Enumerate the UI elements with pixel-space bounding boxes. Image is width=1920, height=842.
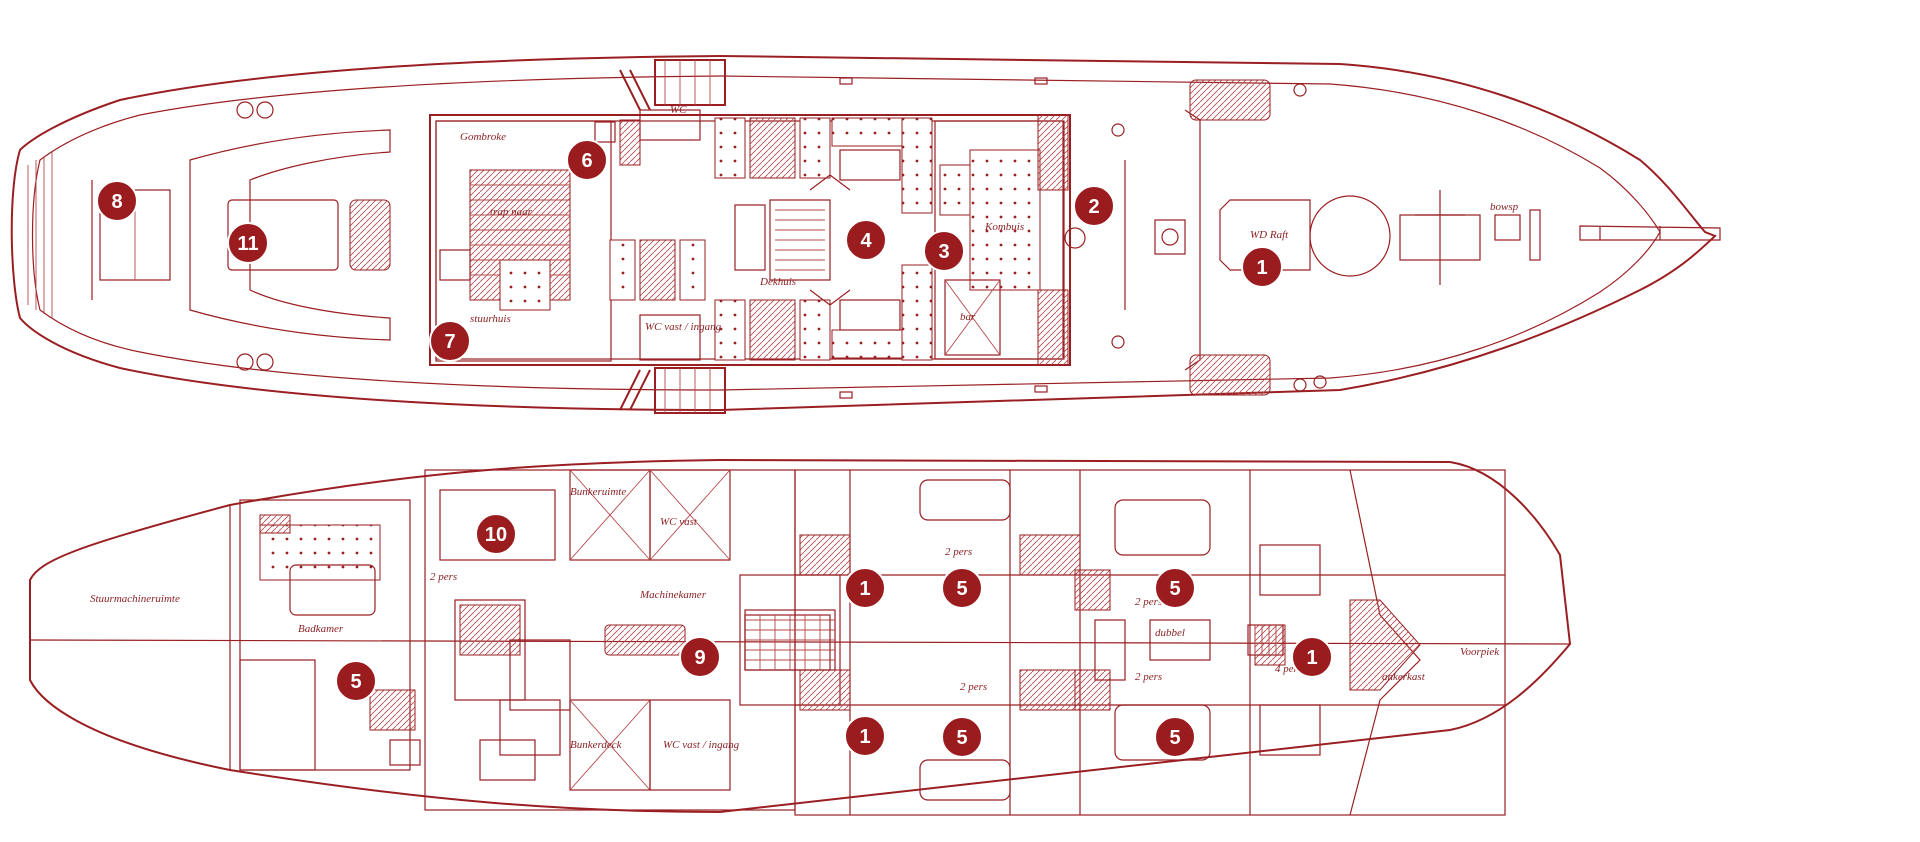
- marker-2: 2: [1073, 185, 1115, 227]
- label-two-pers-d: 2 pers: [1135, 596, 1162, 608]
- svg-text:4: 4: [860, 230, 872, 252]
- label-stairs-down: trap naar: [490, 206, 533, 218]
- label-wc-1: WC: [670, 104, 687, 116]
- svg-text:5: 5: [1169, 727, 1180, 749]
- stern-planks: [27, 152, 53, 318]
- marker-1-upper: 1: [1241, 246, 1283, 288]
- label-bathroom: Badkamer: [298, 623, 344, 635]
- marker-10: 10: [475, 513, 517, 555]
- svg-text:9: 9: [694, 647, 705, 669]
- label-wc-b: WC vast / ingang: [663, 739, 740, 751]
- marker-5-d: 5: [1154, 567, 1196, 609]
- marker-5-c: 5: [941, 716, 983, 758]
- svg-text:5: 5: [956, 578, 967, 600]
- deckhouse: [429, 114, 1071, 366]
- marker-5-b: 5: [941, 567, 983, 609]
- svg-text:1: 1: [1306, 647, 1317, 669]
- svg-text:5: 5: [956, 727, 967, 749]
- svg-text:6: 6: [581, 150, 592, 172]
- dining-table: [769, 199, 831, 281]
- aft-cockpit: [189, 129, 391, 341]
- upper-hull-outline: [10, 54, 1717, 412]
- marker-5-e: 5: [1154, 716, 1196, 758]
- label-hatch: bowsp: [1490, 201, 1519, 213]
- svg-text:3: 3: [938, 241, 949, 263]
- label-wc-a: WC vast: [660, 516, 698, 528]
- svg-text:2: 2: [1088, 196, 1099, 218]
- bow-bulkhead: [1184, 109, 1201, 371]
- label-captain: Kombuis: [984, 221, 1024, 233]
- label-bunker-b: Bunkerdeck: [570, 739, 623, 751]
- marker-8: 8: [96, 180, 138, 222]
- label-bar: bar: [960, 311, 976, 323]
- upper-deck: Gombroke WC Dekhuis trap naar Kombuis ba…: [10, 54, 1721, 414]
- marker-3: 3: [923, 230, 965, 272]
- svg-text:8: 8: [111, 191, 122, 213]
- bowsprit: [1579, 225, 1721, 241]
- svg-text:10: 10: [485, 524, 507, 546]
- aft-table: [227, 199, 339, 271]
- marker-4: 4: [845, 219, 887, 261]
- svg-text:1: 1: [1256, 257, 1267, 279]
- svg-text:1: 1: [859, 578, 870, 600]
- upper-hull-inner: [31, 75, 1661, 391]
- label-wc-3: WC vast / ingang: [645, 321, 722, 333]
- label-anchor: WD Raft: [1250, 229, 1289, 241]
- marker-6: 6: [566, 139, 608, 181]
- marker-1-bow: 1: [1291, 636, 1333, 678]
- label-machine-room: Machinekamer: [639, 589, 707, 601]
- label-forepeak: Voorpiek: [1460, 646, 1500, 658]
- marker-1-port: 1: [844, 567, 886, 609]
- label-galley: Gombroke: [460, 131, 506, 143]
- svg-text:5: 5: [350, 671, 361, 693]
- marker-5-aft: 5: [335, 660, 377, 702]
- label-two-pers-b: 2 pers: [945, 546, 972, 558]
- marker-11: 11: [227, 222, 269, 264]
- marker-7: 7: [429, 320, 471, 362]
- lower-deck: Stuurmachineruimte Badkamer 2 pers Bunke…: [29, 458, 1572, 816]
- label-engine-room: Stuurmachineruimte: [90, 593, 180, 605]
- label-two-pers-a: 2 pers: [430, 571, 457, 583]
- label-dining: Dekhuis: [759, 276, 796, 288]
- label-wheelhouse: stuurhuis: [470, 313, 511, 325]
- label-anchor-locker: ankerkast: [1382, 671, 1426, 683]
- svg-text:11: 11: [237, 233, 258, 255]
- label-two-pers-e: 2 pers: [1135, 671, 1162, 683]
- label-double: dubbel: [1155, 627, 1185, 639]
- label-store-room: Bunkeruimte: [570, 486, 626, 498]
- aft-bench: [349, 199, 391, 271]
- label-two-pers-c: 2 pers: [960, 681, 987, 693]
- svg-text:7: 7: [444, 331, 455, 353]
- marker-1-starboard: 1: [844, 715, 886, 757]
- svg-text:1: 1: [859, 726, 870, 748]
- svg-text:5: 5: [1169, 578, 1180, 600]
- forward-cabins-block: [794, 469, 1506, 816]
- marker-9: 9: [679, 636, 721, 678]
- engine: [604, 624, 686, 656]
- lower-hull-outline: [29, 458, 1572, 814]
- markers: 8 11 6 7 4 3 2 1 10 5 9 1 1 5 5 5 5 1: [96, 139, 1333, 758]
